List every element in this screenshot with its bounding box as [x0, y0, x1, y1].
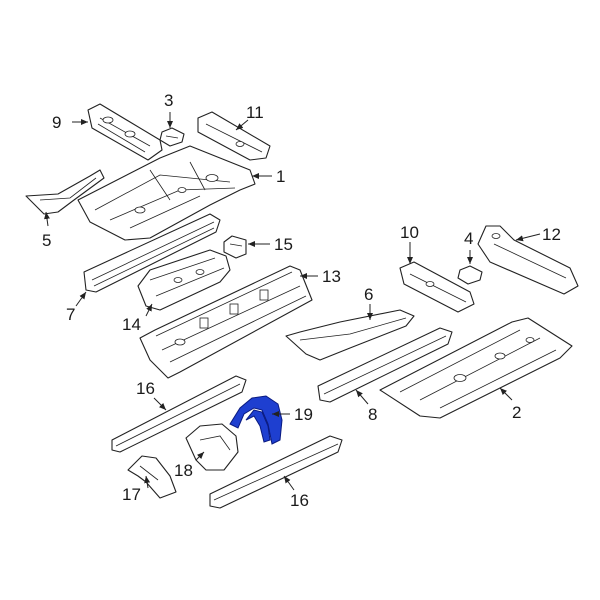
- part-17-bracket: [127, 455, 177, 499]
- part-15-bracket: [223, 235, 247, 259]
- callout-15: 15: [274, 235, 293, 254]
- leader-12: [515, 233, 541, 242]
- callout-8: 8: [368, 405, 377, 424]
- part-4-bracket: [457, 265, 483, 285]
- part-19-highlighted-bracket: [229, 395, 283, 445]
- callout-12: 12: [542, 225, 561, 244]
- callout-6: 6: [364, 285, 373, 304]
- leader-17: [144, 475, 151, 489]
- leader-16-upper: [153, 397, 167, 411]
- part-3-bracket: [159, 127, 185, 147]
- part-18-wheelhouse: [185, 423, 239, 471]
- callout-17: 17: [122, 485, 141, 504]
- callout-13: 13: [322, 267, 341, 286]
- callout-5: 5: [42, 231, 51, 250]
- callout-7: 7: [66, 305, 75, 324]
- callout-1: 1: [276, 167, 285, 186]
- part-10-bracket: [399, 261, 475, 313]
- callout-labels: 9 3 11 1 5 7 14 15 13 6 10 4 12 8 2 16 1…: [42, 91, 561, 510]
- part-7-rocker: [83, 213, 221, 293]
- part-6-rail: [285, 309, 415, 361]
- leader-11: [235, 119, 249, 131]
- part-16-rocker-lower: [209, 435, 343, 509]
- leader-2: [499, 387, 513, 401]
- part-9-bracket: [87, 103, 163, 161]
- callout-18: 18: [174, 461, 193, 480]
- callout-19: 19: [294, 405, 313, 424]
- callout-2: 2: [512, 403, 521, 422]
- part-8-rocker: [317, 327, 453, 403]
- callout-3: 3: [164, 91, 173, 110]
- part-1-front-floor-pan: [77, 145, 256, 241]
- leader-5: [44, 211, 50, 227]
- callout-10: 10: [400, 223, 419, 242]
- part-2-rear-floor-pan: [379, 317, 573, 419]
- callout-16-upper: 16: [136, 379, 155, 398]
- part-16-rocker-upper: [111, 375, 247, 453]
- part-13-tunnel: [139, 265, 313, 379]
- callout-11: 11: [246, 103, 264, 122]
- leader-lines: [44, 112, 541, 491]
- leader-18: [195, 451, 205, 461]
- leader-14: [145, 303, 153, 317]
- callout-9: 9: [52, 113, 61, 132]
- callout-14: 14: [122, 315, 141, 334]
- leader-7: [75, 291, 87, 307]
- part-11-rail: [197, 111, 271, 161]
- callout-4: 4: [464, 229, 473, 248]
- callout-16-lower: 16: [290, 491, 309, 510]
- part-12-rail: [477, 225, 579, 295]
- leader-8: [355, 389, 369, 405]
- leader-16-lower: [283, 475, 295, 491]
